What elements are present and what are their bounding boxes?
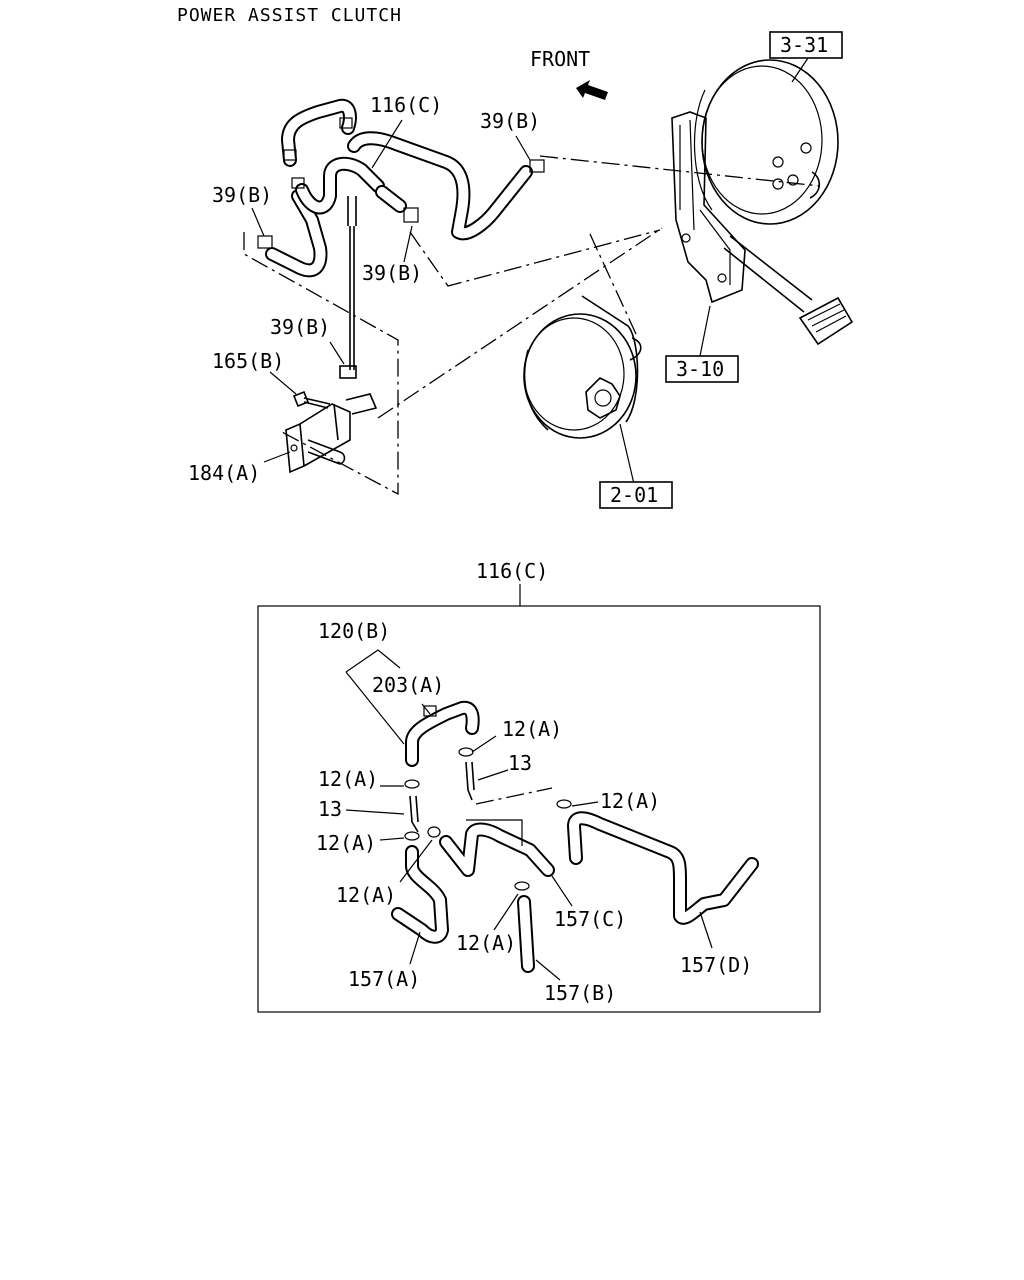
label-cap-203a: 203(A) bbox=[372, 673, 444, 697]
label-connector-13-2: 13 bbox=[318, 797, 342, 821]
detail-parts bbox=[391, 700, 759, 973]
connection-lines-detail bbox=[345, 649, 553, 846]
label-clamp-39b-mid: 39(B) bbox=[362, 261, 422, 285]
svg-text:2-01: 2-01 bbox=[610, 483, 658, 507]
label-hose-157c: 157(C) bbox=[554, 907, 626, 931]
label-clamp-12a-4: 12(A) bbox=[316, 831, 376, 855]
vacuum-hose-assembly bbox=[257, 98, 545, 379]
detail-frame bbox=[257, 605, 821, 1013]
leader-lines-upper bbox=[251, 57, 809, 485]
label-clamp-39b-lower: 39(B) bbox=[270, 315, 330, 339]
label-bracket-184a: 184(A) bbox=[188, 461, 260, 485]
connection-lines-upper bbox=[243, 155, 821, 496]
ref-box-clutch-booster: 2-01 bbox=[599, 481, 673, 509]
label-clamp-39b-left: 39(B) bbox=[212, 183, 272, 207]
label-hose-157d: 157(D) bbox=[680, 953, 752, 977]
label-clamp-12a-1: 12(A) bbox=[502, 717, 562, 741]
label-hose-157a: 157(A) bbox=[348, 967, 420, 991]
label-clamp-12a-2: 12(A) bbox=[318, 767, 378, 791]
label-clamp-12a-6: 12(A) bbox=[456, 931, 516, 955]
label-bolt-165b: 165(B) bbox=[212, 349, 284, 373]
label-pipe-120b: 120(B) bbox=[318, 619, 390, 643]
ref-box-pedal: 3-10 bbox=[665, 355, 739, 383]
diagram-title: POWER ASSIST CLUTCH bbox=[177, 5, 402, 26]
label-clamp-39b-top: 39(B) bbox=[480, 109, 540, 133]
label-clamp-12a-5: 12(A) bbox=[336, 883, 396, 907]
label-hose-157b: 157(B) bbox=[544, 981, 616, 1005]
ref-box-booster: 3-31 bbox=[769, 31, 843, 59]
mounting-bracket bbox=[285, 393, 378, 474]
svg-text:3-31: 3-31 bbox=[780, 33, 828, 57]
bolt-icon bbox=[292, 390, 331, 409]
label-hose-116c: 116(C) bbox=[370, 93, 442, 117]
pedal-bracket bbox=[671, 111, 854, 346]
label-clamp-12a-3: 12(A) bbox=[600, 789, 660, 813]
detail-header: 116(C) bbox=[476, 559, 548, 583]
front-arrow-icon bbox=[576, 80, 608, 100]
leader-lines-detail bbox=[345, 703, 713, 981]
svg-text:3-10: 3-10 bbox=[676, 357, 724, 381]
brake-booster bbox=[693, 59, 839, 225]
clutch-booster bbox=[523, 295, 642, 439]
front-label: FRONT bbox=[530, 47, 590, 71]
label-connector-13-1: 13 bbox=[508, 751, 532, 775]
